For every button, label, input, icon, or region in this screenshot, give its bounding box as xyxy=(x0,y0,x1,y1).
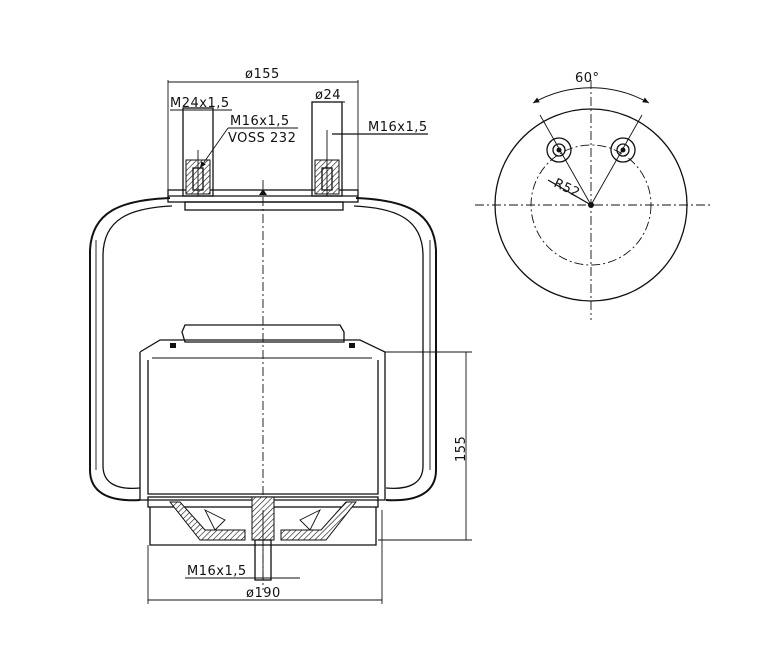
radius-leader xyxy=(547,179,592,206)
dimension-top-thread-right: M16x1,5 xyxy=(332,120,428,135)
label-top-thread-right: M16x1,5 xyxy=(368,120,428,135)
label-bottom-thread: M16x1,5 xyxy=(187,564,247,579)
label-piston-diameter: ø190 xyxy=(246,586,281,601)
dimension-top-diameter: ø155 xyxy=(167,67,359,196)
dimension-part-number: VOSS 232 xyxy=(228,131,296,146)
label-angle: 60° xyxy=(575,71,600,86)
dimension-bottom-thread: M16x1,5 xyxy=(185,564,300,579)
top-stud-right xyxy=(311,101,343,197)
dimension-inner-thread: M16x1,5 xyxy=(199,114,298,169)
label-radius: R52 xyxy=(551,176,582,201)
label-top-diameter: ø155 xyxy=(245,67,280,82)
angle-arc xyxy=(532,87,650,104)
dimension-pin-diameter: ø24 xyxy=(312,88,345,103)
side-view: ø155 M24x1,5 ø24 M16x1,5 VOSS 232 M16x1,… xyxy=(89,67,472,604)
bolt-hole-left xyxy=(546,137,572,163)
label-top-thread-left: M24x1,5 xyxy=(170,96,230,111)
dimension-top-thread-left: M24x1,5 xyxy=(170,96,232,111)
label-pin-diameter: ø24 xyxy=(315,88,341,103)
rubber-bellow xyxy=(89,197,437,502)
label-inner-thread: M16x1,5 xyxy=(230,114,290,129)
label-part-number: VOSS 232 xyxy=(228,131,296,146)
piston xyxy=(139,324,386,501)
dimension-piston-diameter: ø190 xyxy=(147,510,383,604)
top-view: 60° R52 xyxy=(475,71,710,320)
top-stud-left xyxy=(182,107,214,197)
label-height: 155 xyxy=(454,436,469,462)
dimension-height: 155 xyxy=(378,351,472,541)
piston-base xyxy=(147,496,379,581)
